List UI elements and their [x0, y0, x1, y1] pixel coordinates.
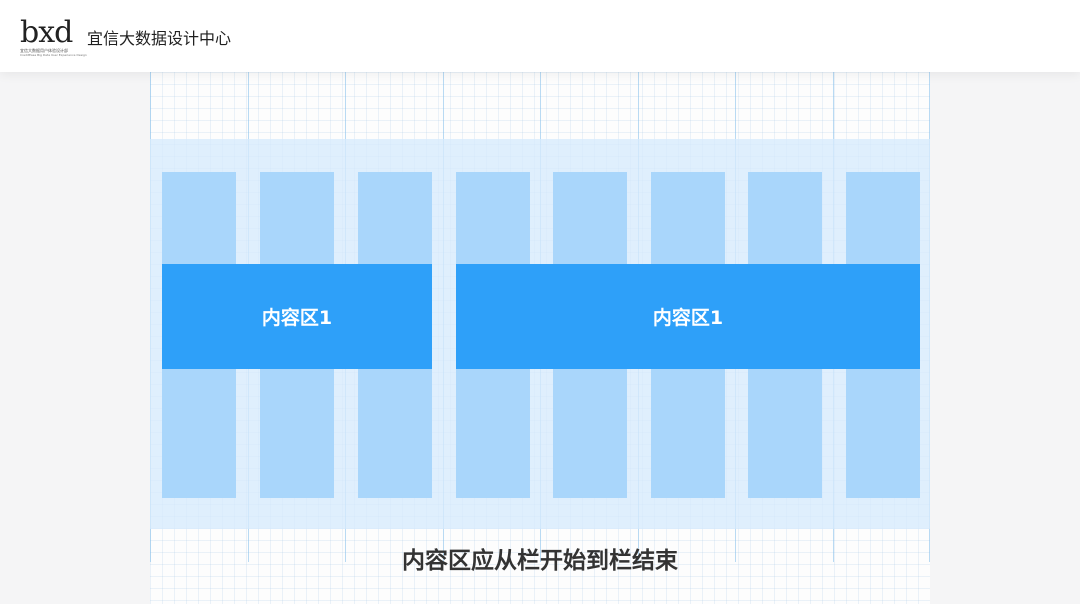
content-area-2: 内容区1 — [456, 264, 920, 369]
bxd-logo[interactable]: bxd 宜信大数据用户体验设计部 CreditEase Big Data Use… — [20, 15, 87, 62]
content-area-label: 内容区1 — [652, 307, 724, 329]
logo-subtitle: 宜信大数据用户体验设计部 — [20, 48, 68, 53]
content-area-1: 内容区1 — [162, 264, 432, 369]
content-area-label: 内容区1 — [261, 307, 333, 329]
brand-name: 宜信大数据设计中心 — [87, 29, 232, 48]
top-header: bxd 宜信大数据用户体验设计部 CreditEase Big Data Use… — [0, 0, 1080, 72]
diagram-caption: 内容区应从栏开始到栏结束 — [402, 548, 678, 574]
logo-subtitle-en: CreditEase Big Data User Experience Desi… — [20, 53, 87, 57]
logo-mark: bxd — [20, 15, 73, 50]
grid-diagram: 内容区1 内容区1 内容区应从栏开始到栏结束 — [150, 72, 930, 604]
